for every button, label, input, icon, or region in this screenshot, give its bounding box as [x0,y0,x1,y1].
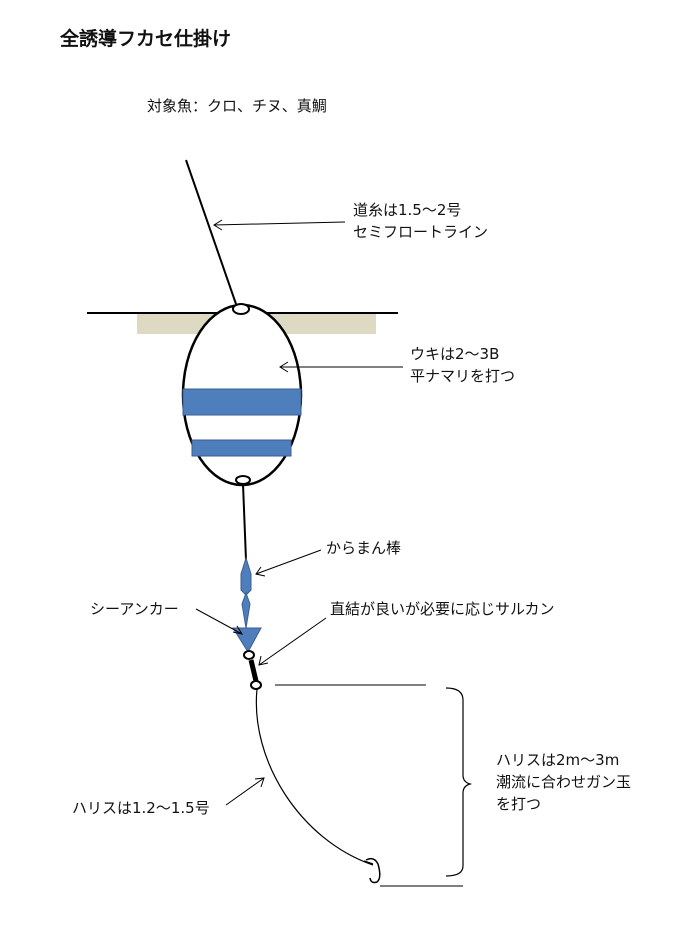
arrowhead-connection [258,655,269,666]
target-fish-label: 対象魚：クロ、チヌ、真鯛 [147,97,327,115]
leader-length-label: ハリスは2m～3m 潮流に合わせガン玉 を打つ [496,749,631,815]
main-line-label: 道糸は1.5～2号 セミフロートライン [353,199,488,243]
arrow-sea-anchor [195,608,243,635]
float-bottom-eye [235,475,251,485]
pointer-arrows [195,219,403,806]
main-line-label-line2: セミフロートライン [353,223,489,241]
arrowhead-leader [254,777,265,788]
arrowhead-swivel-rod [255,566,266,577]
float-label-line2: 平ナマリを打つ [410,367,516,385]
leader-length-label-line2: 潮流に合わせガン玉 [496,773,632,791]
swivel-rod [240,556,252,596]
leader-length-label-line3: を打つ [496,795,542,813]
connection-label: 直結が良いが必要に応じサルカン [330,600,555,618]
leader-line [255,688,374,866]
float-top-eye [232,303,250,315]
arrow-leader [225,777,265,806]
hook [365,857,381,884]
sea-anchor-label: シーアンカー [90,600,179,618]
float-label-line1: ウキは2～3B [410,345,500,363]
float [181,303,303,487]
leader-length-label-line1: ハリスは2m～3m [496,751,620,769]
leader-length-bracket [445,687,473,877]
swivel-ring-upper [243,650,255,660]
diagram-title: 全誘導フカセ仕掛け [60,28,232,50]
swivel-rod-lower [241,591,251,629]
float-label: ウキは2～3B 平ナマリを打つ [410,343,515,387]
main-line-label-line1: 道糸は1.5～2号 [353,201,462,219]
hook-shank [363,860,374,865]
arrowhead-float [279,361,289,373]
arrow-main-line [213,221,346,226]
swivel-ring-lower [250,680,262,690]
arrow-swivel-rod [255,549,322,575]
float-band-upper [182,388,302,416]
swivel-rod-label: からまん棒 [326,539,402,557]
line-below-float [242,483,247,561]
arrow-connection [258,617,327,666]
arrowhead-sea-anchor [232,625,244,635]
main-line [185,159,237,305]
leader-label: ハリスは1.2～1.5号 [72,799,210,817]
swivel-body [248,659,259,682]
float-band-lower [191,439,292,457]
arrowhead-main-line [213,219,223,231]
